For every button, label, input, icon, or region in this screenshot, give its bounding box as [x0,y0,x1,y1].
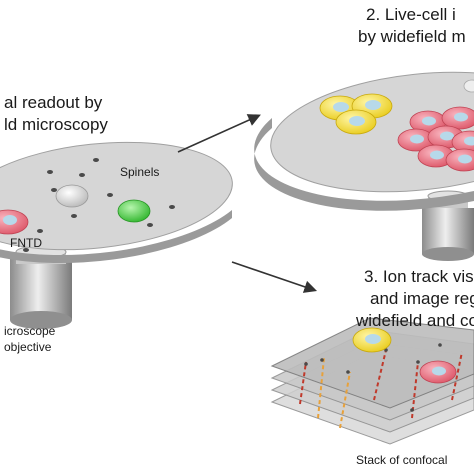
cells-yellow-right [319,93,393,135]
step3-title-line1: 3. Ion track vis [364,267,474,286]
microscope-label-line2: objective [4,340,52,354]
cell-pink-left [0,209,29,235]
arrow-to-step3 [231,261,318,293]
step2-title-line1: 2. Live-cell i [366,5,456,24]
microscope-label-line1: icroscope [4,324,56,338]
fntd-label: FNTD [10,236,42,250]
arrow-to-step2 [177,114,261,153]
cell-yellow-stack [352,327,392,353]
ion-tracks [299,349,463,429]
step3-title-line2: and image reg [370,289,474,308]
step3-title-line3: widefield and co [356,311,474,330]
spinels-label: Spinels [120,165,160,179]
step1-title-line2: ld microscopy [4,115,108,134]
step2-title-line2: by widefield m [358,27,466,46]
step1-title-line1: al readout by [4,93,103,112]
cell-grey-left [55,184,89,208]
cell-pink-stack [419,360,457,384]
cells-pink-right [397,106,474,172]
stack-caption: Stack of confocal [356,453,448,467]
spinel-dots-left [23,158,175,252]
cell-green-left [117,199,151,223]
stack-dots [304,343,442,412]
